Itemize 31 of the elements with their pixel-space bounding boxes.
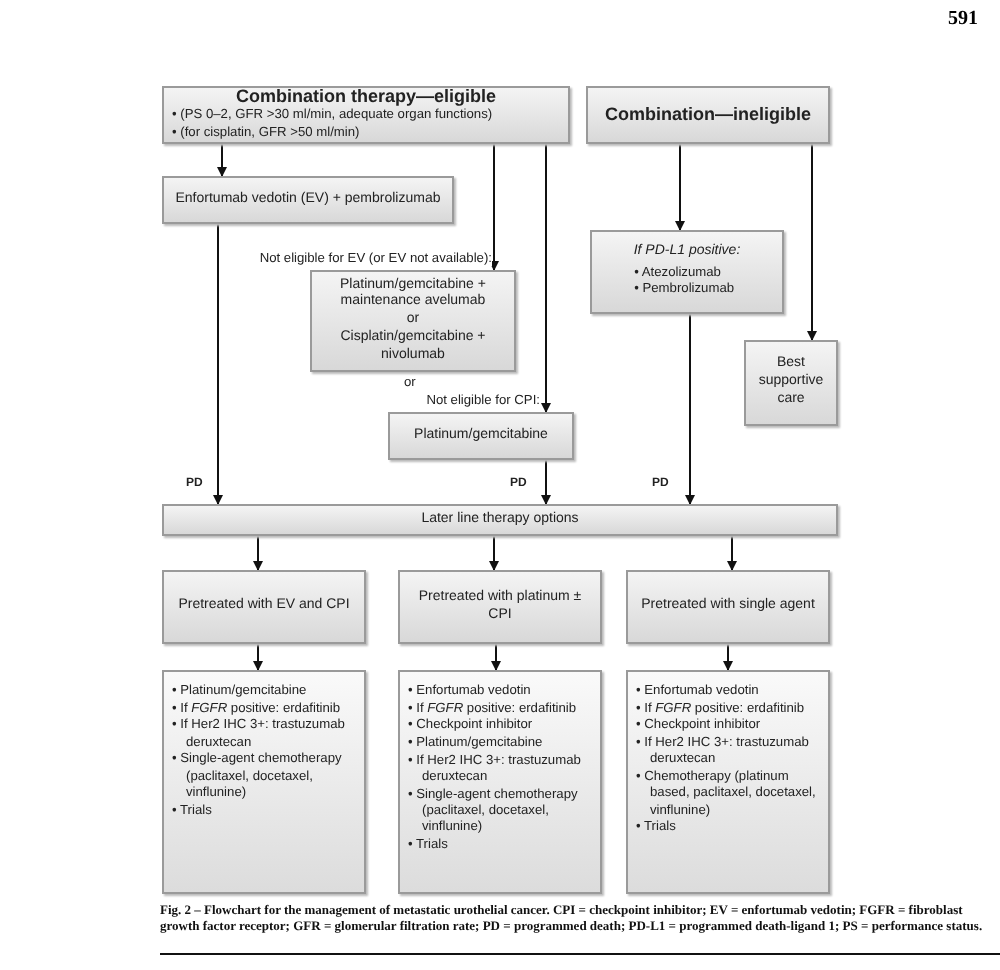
arrow bbox=[723, 643, 733, 671]
arrow bbox=[213, 223, 223, 505]
process-box bbox=[310, 270, 516, 372]
arrow bbox=[253, 535, 263, 571]
process-box bbox=[590, 230, 784, 314]
process-box bbox=[388, 412, 574, 460]
arrow bbox=[491, 643, 501, 671]
process-box bbox=[162, 86, 570, 144]
page-number: 591 bbox=[948, 8, 978, 30]
process-box bbox=[398, 570, 602, 644]
arrow bbox=[489, 143, 499, 271]
box-heading: Combination—ineligible bbox=[605, 103, 811, 127]
arrow bbox=[253, 643, 263, 671]
process-box bbox=[162, 570, 366, 644]
arrow bbox=[807, 143, 817, 341]
arrow bbox=[541, 143, 551, 413]
option-list-box bbox=[162, 670, 366, 894]
arrow bbox=[727, 535, 737, 571]
arrow bbox=[489, 535, 499, 571]
option-list-box bbox=[398, 670, 602, 894]
process-box bbox=[626, 570, 830, 644]
arrow bbox=[217, 143, 227, 177]
arrow bbox=[675, 143, 685, 231]
process-box bbox=[744, 340, 838, 426]
process-box bbox=[586, 86, 830, 144]
option-list-box bbox=[626, 670, 830, 894]
process-box bbox=[162, 504, 838, 536]
process-box bbox=[162, 176, 454, 224]
arrow bbox=[685, 313, 695, 505]
arrow bbox=[541, 459, 551, 505]
box-heading: Combination therapy—eligible bbox=[233, 86, 498, 109]
